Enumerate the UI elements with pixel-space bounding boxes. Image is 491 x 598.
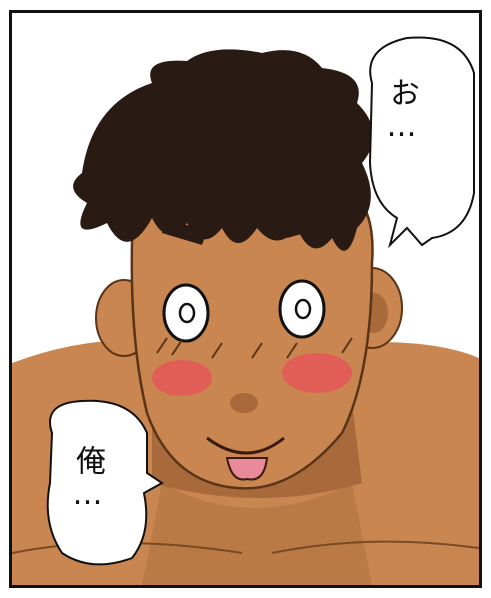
right-pupil — [294, 298, 312, 320]
speech-bubble-bottom — [46, 399, 164, 566]
left-eyebrow — [162, 218, 207, 245]
right-blush — [282, 353, 352, 393]
character-illustration — [12, 36, 479, 585]
mouth — [206, 436, 285, 455]
left-eye — [162, 283, 210, 343]
hair — [73, 49, 374, 251]
manga-panel: お… 俺… — [9, 10, 482, 588]
chest-line-right — [271, 540, 479, 554]
right-eyebrow — [282, 211, 334, 238]
tongue — [225, 457, 269, 481]
right-eye — [278, 279, 326, 339]
speech-text-bottom: 俺… — [70, 445, 105, 514]
left-blush — [152, 360, 212, 396]
speech-text-top: お… — [384, 77, 419, 146]
left-pupil — [178, 302, 196, 324]
chest-shadow — [142, 483, 372, 585]
speech-bubble-top — [368, 36, 475, 249]
nose — [230, 393, 258, 413]
blush-lines — [156, 337, 353, 359]
